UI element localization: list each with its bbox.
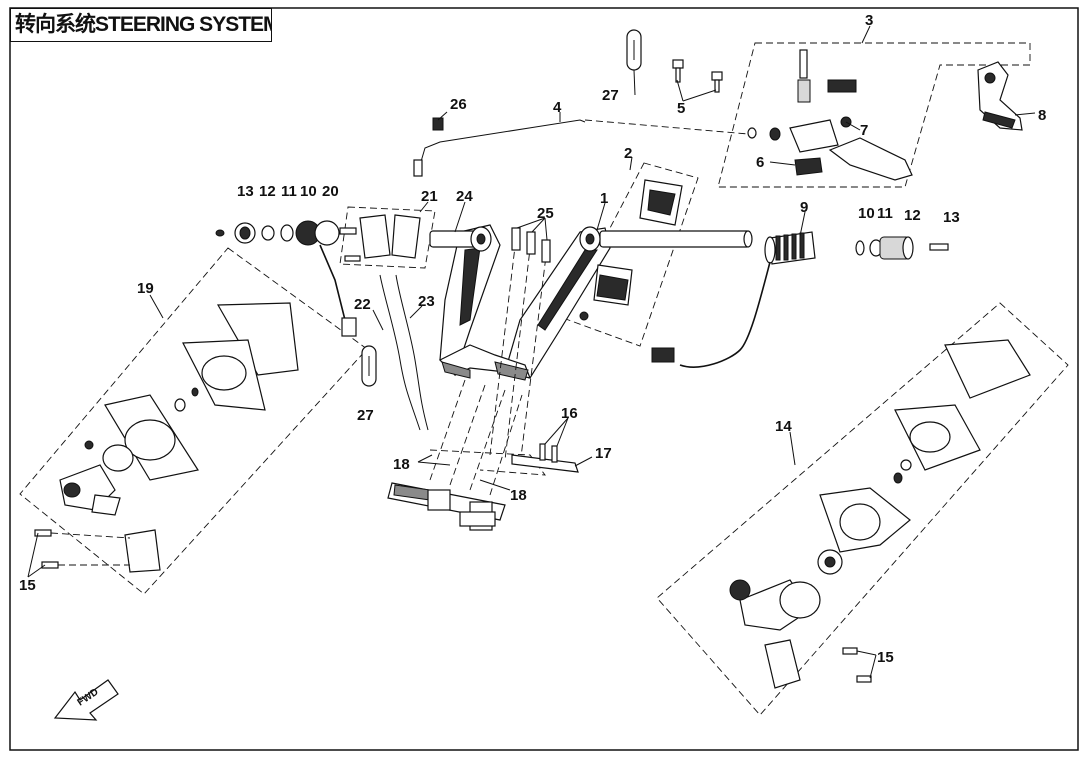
- throttle-cables: [379, 274, 429, 431]
- callout-15-left: 15: [19, 577, 36, 594]
- left-mirror: [34, 302, 299, 573]
- callout-2: 2: [624, 145, 632, 162]
- callout-24: 24: [456, 188, 473, 205]
- callout-11-left: 11: [281, 183, 297, 200]
- lower-clamp: [387, 482, 506, 531]
- group-box-14: [656, 302, 1069, 716]
- callout-27-mid: 27: [357, 407, 374, 424]
- callout-8: 8: [1038, 107, 1046, 124]
- leader-lines: [27, 25, 1036, 679]
- switch-housing-2: [579, 179, 683, 321]
- part-8: [977, 61, 1023, 131]
- callout-18-a: 18: [393, 456, 410, 473]
- group-box-21: [339, 206, 436, 269]
- page-title: 转向系统STEERING SYSTEM: [10, 8, 272, 42]
- callout-22: 22: [354, 296, 371, 313]
- group-box-3: [717, 42, 1031, 188]
- callout-13-right: 13: [943, 209, 960, 226]
- callout-27-top: 27: [602, 87, 619, 104]
- callout-19: 19: [137, 280, 154, 297]
- callout-14: 14: [775, 418, 792, 435]
- fwd-arrow: FWD: [53, 679, 119, 721]
- group-box-19: [19, 247, 368, 595]
- callout-17: 17: [595, 445, 612, 462]
- callout-26: 26: [450, 96, 467, 113]
- callout-9: 9: [800, 199, 808, 216]
- callout-1: 1: [600, 190, 608, 207]
- part-26: [432, 117, 444, 131]
- callout-12-right: 12: [904, 207, 921, 224]
- handlebar-tube: [429, 226, 753, 252]
- callout-16: 16: [561, 405, 578, 422]
- callout-25: 25: [537, 205, 554, 222]
- callout-23: 23: [418, 293, 435, 310]
- right-end-parts: [855, 236, 949, 260]
- callout-5: 5: [677, 100, 685, 117]
- throttle-housing-21: [339, 214, 421, 262]
- plate-17: [511, 443, 579, 473]
- right-mirror: [729, 339, 1031, 689]
- callout-12-left: 12: [259, 183, 276, 200]
- callout-7: 7: [860, 122, 868, 139]
- callout-15-right: 15: [877, 649, 894, 666]
- callout-3: 3: [865, 12, 873, 29]
- handlebar-bracket: [438, 224, 611, 381]
- bolts-25: [511, 227, 551, 263]
- cable-4: [413, 119, 761, 177]
- strap-27-mid: [361, 345, 377, 387]
- callout-10-left: 10: [300, 183, 317, 200]
- callout-21: 21: [421, 188, 438, 205]
- callout-6: 6: [756, 154, 764, 171]
- brake-lever-assembly: [747, 49, 913, 181]
- strap-27-top: [626, 29, 642, 71]
- callout-13-left: 13: [237, 183, 254, 200]
- callout-11-right: 11: [877, 205, 893, 222]
- callout-4: 4: [553, 99, 562, 116]
- drawing-frame: [9, 7, 1079, 751]
- callout-10-right: 10: [858, 205, 875, 222]
- pins-5: [672, 59, 723, 93]
- grip-9: [651, 231, 816, 368]
- callout-18-b: 18: [510, 487, 527, 504]
- callouts: 3 8 7 6 5 4 27 26 2 1 9 10 11 12 13 25 2…: [19, 12, 1046, 666]
- callout-20: 20: [322, 183, 339, 200]
- left-end-parts: [215, 220, 357, 337]
